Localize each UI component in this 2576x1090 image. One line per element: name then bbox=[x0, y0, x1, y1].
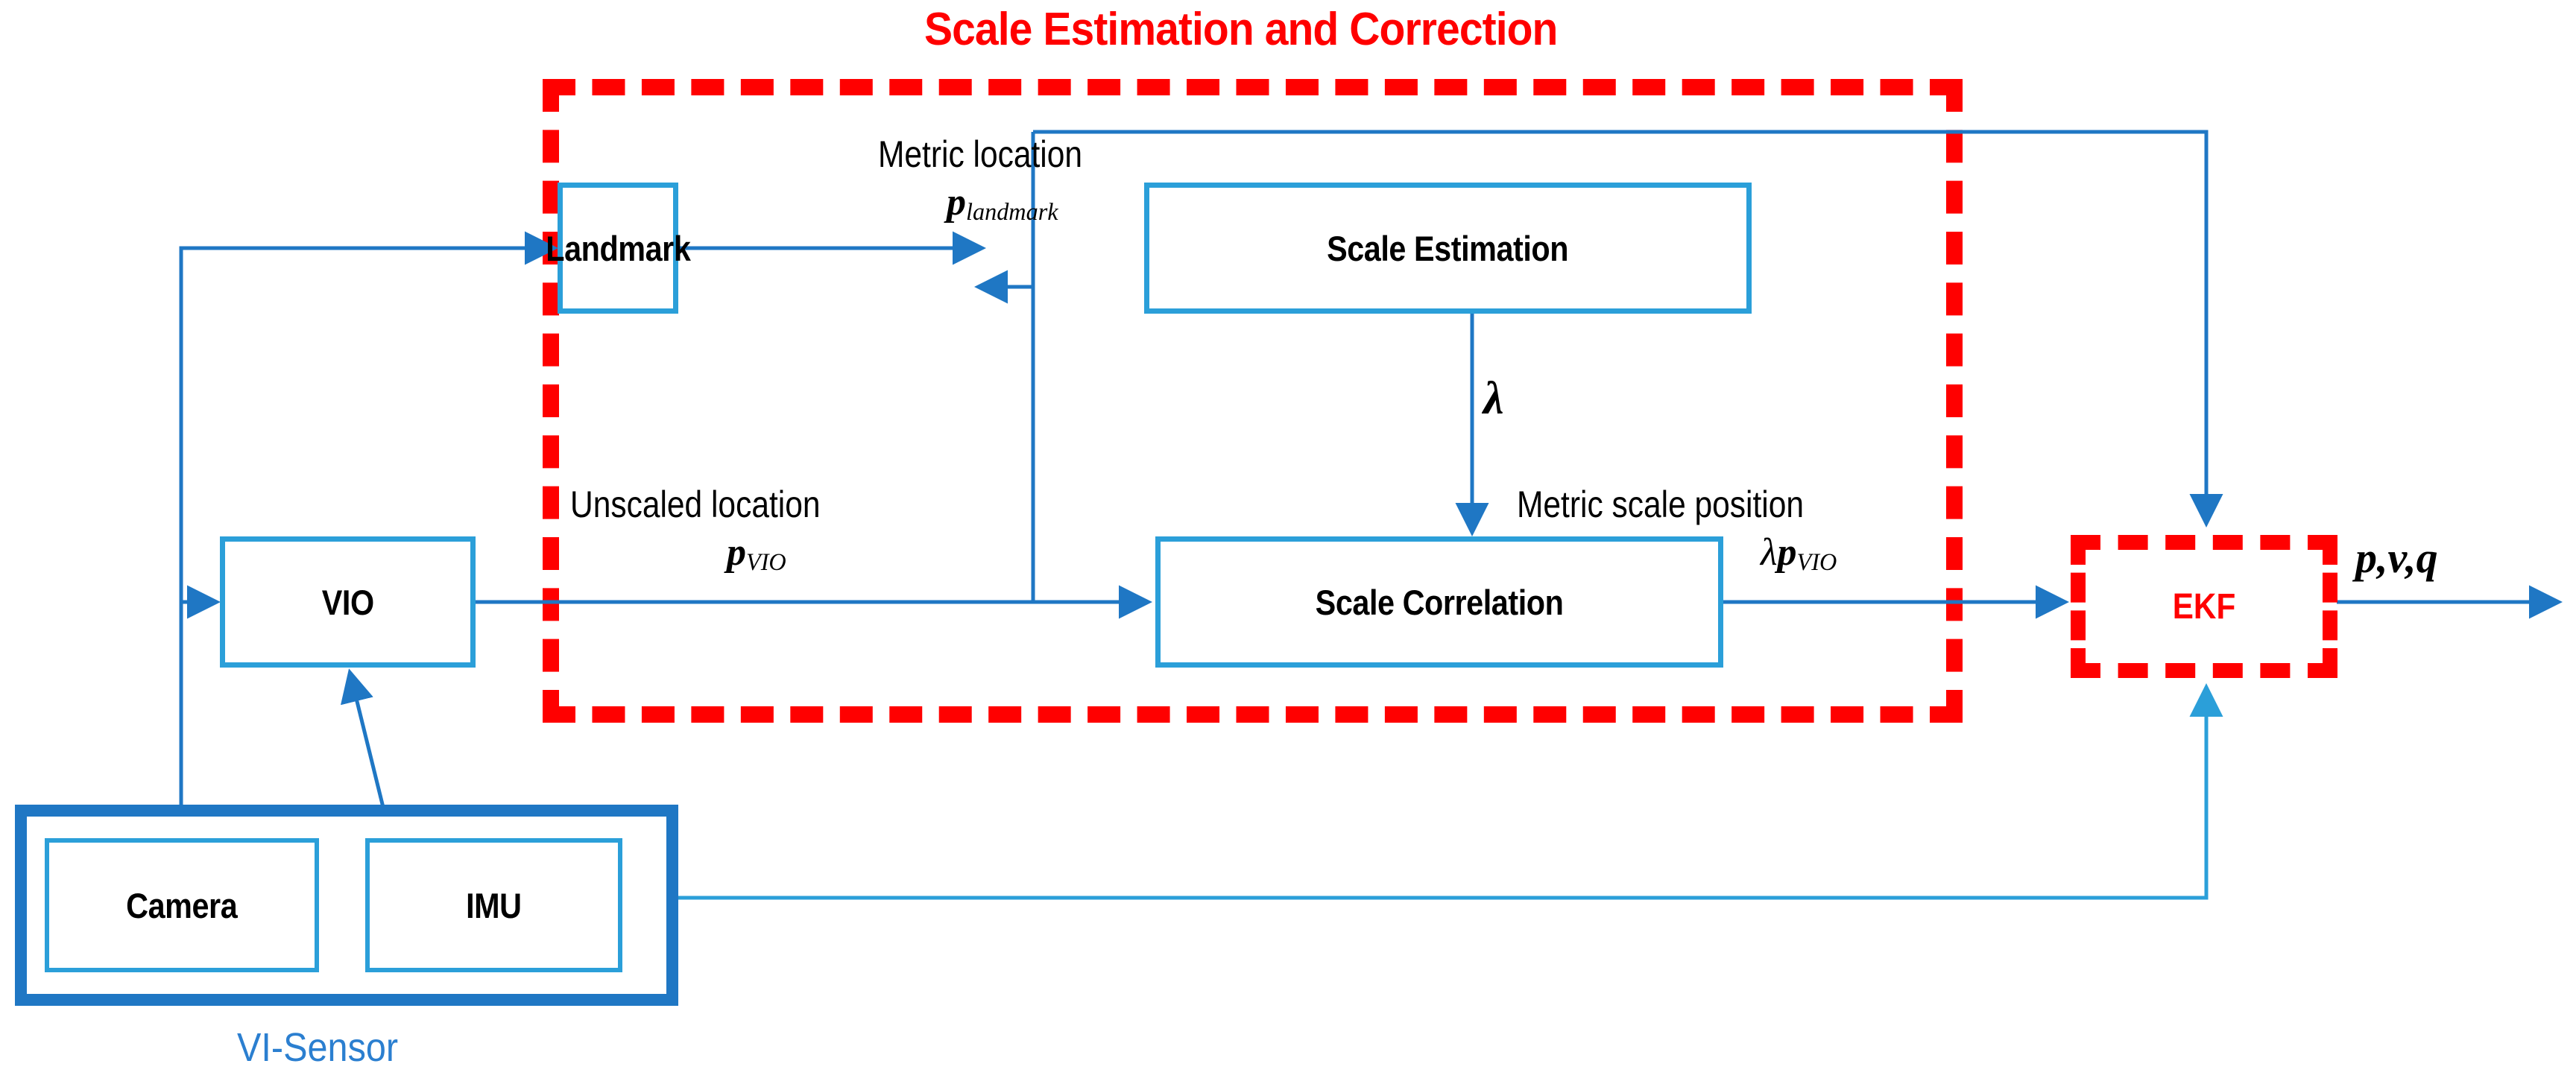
edge-symbol-lambda-p-vio: λpVIO bbox=[1761, 530, 1837, 576]
node-imu-label: IMU bbox=[466, 885, 522, 925]
symbol-p-landmark-subscript: landmark bbox=[966, 198, 1058, 226]
symbol-p-3: p bbox=[1777, 531, 1797, 574]
symbol-lambda-2: λ bbox=[1761, 531, 1778, 574]
node-landmark-label: Landmark bbox=[545, 228, 691, 268]
edge-symbol-lambda: λ bbox=[1483, 373, 1504, 425]
node-scale-correlation[interactable]: Scale Correlation bbox=[1155, 536, 1723, 668]
edge-symbol-p-vio: pVIO bbox=[727, 530, 786, 576]
node-scale-estimation[interactable]: Scale Estimation bbox=[1144, 183, 1752, 314]
edge-label-metric-scale-position: Metric scale position bbox=[1517, 484, 1805, 525]
node-ekf-label: EKF bbox=[2172, 586, 2236, 627]
group-title: Scale Estimation and Correction bbox=[924, 4, 1558, 55]
node-ekf[interactable]: EKF bbox=[2071, 535, 2337, 678]
node-scale-correlation-label: Scale Correlation bbox=[1315, 582, 1564, 622]
output-symbol-pvq: p,v,q bbox=[2355, 533, 2438, 583]
edge-label-unscaled-location: Unscaled location bbox=[570, 484, 821, 525]
node-vio-label: VIO bbox=[321, 582, 374, 622]
symbol-p: p bbox=[947, 181, 966, 224]
node-imu[interactable]: IMU bbox=[365, 838, 622, 972]
edge-label-metric-location: Metric location bbox=[878, 133, 1082, 175]
symbol-lambda: λ bbox=[1483, 373, 1504, 424]
node-scale-estimation-label: Scale Estimation bbox=[1327, 228, 1569, 268]
symbol-p-2: p bbox=[727, 531, 746, 574]
node-landmark[interactable]: Landmark bbox=[546, 183, 691, 314]
symbol-pvq: p,v,q bbox=[2355, 533, 2438, 582]
vi-sensor-caption: VI-Sensor bbox=[237, 1025, 399, 1070]
symbol-lambda-p-vio-subscript: VIO bbox=[1796, 548, 1837, 576]
edge-symbol-p-landmark: plandmark bbox=[947, 180, 1058, 226]
node-camera-label: Camera bbox=[126, 885, 238, 925]
symbol-p-vio-subscript: VIO bbox=[746, 548, 786, 576]
node-camera[interactable]: Camera bbox=[45, 838, 319, 972]
node-vio[interactable]: VIO bbox=[220, 536, 476, 668]
